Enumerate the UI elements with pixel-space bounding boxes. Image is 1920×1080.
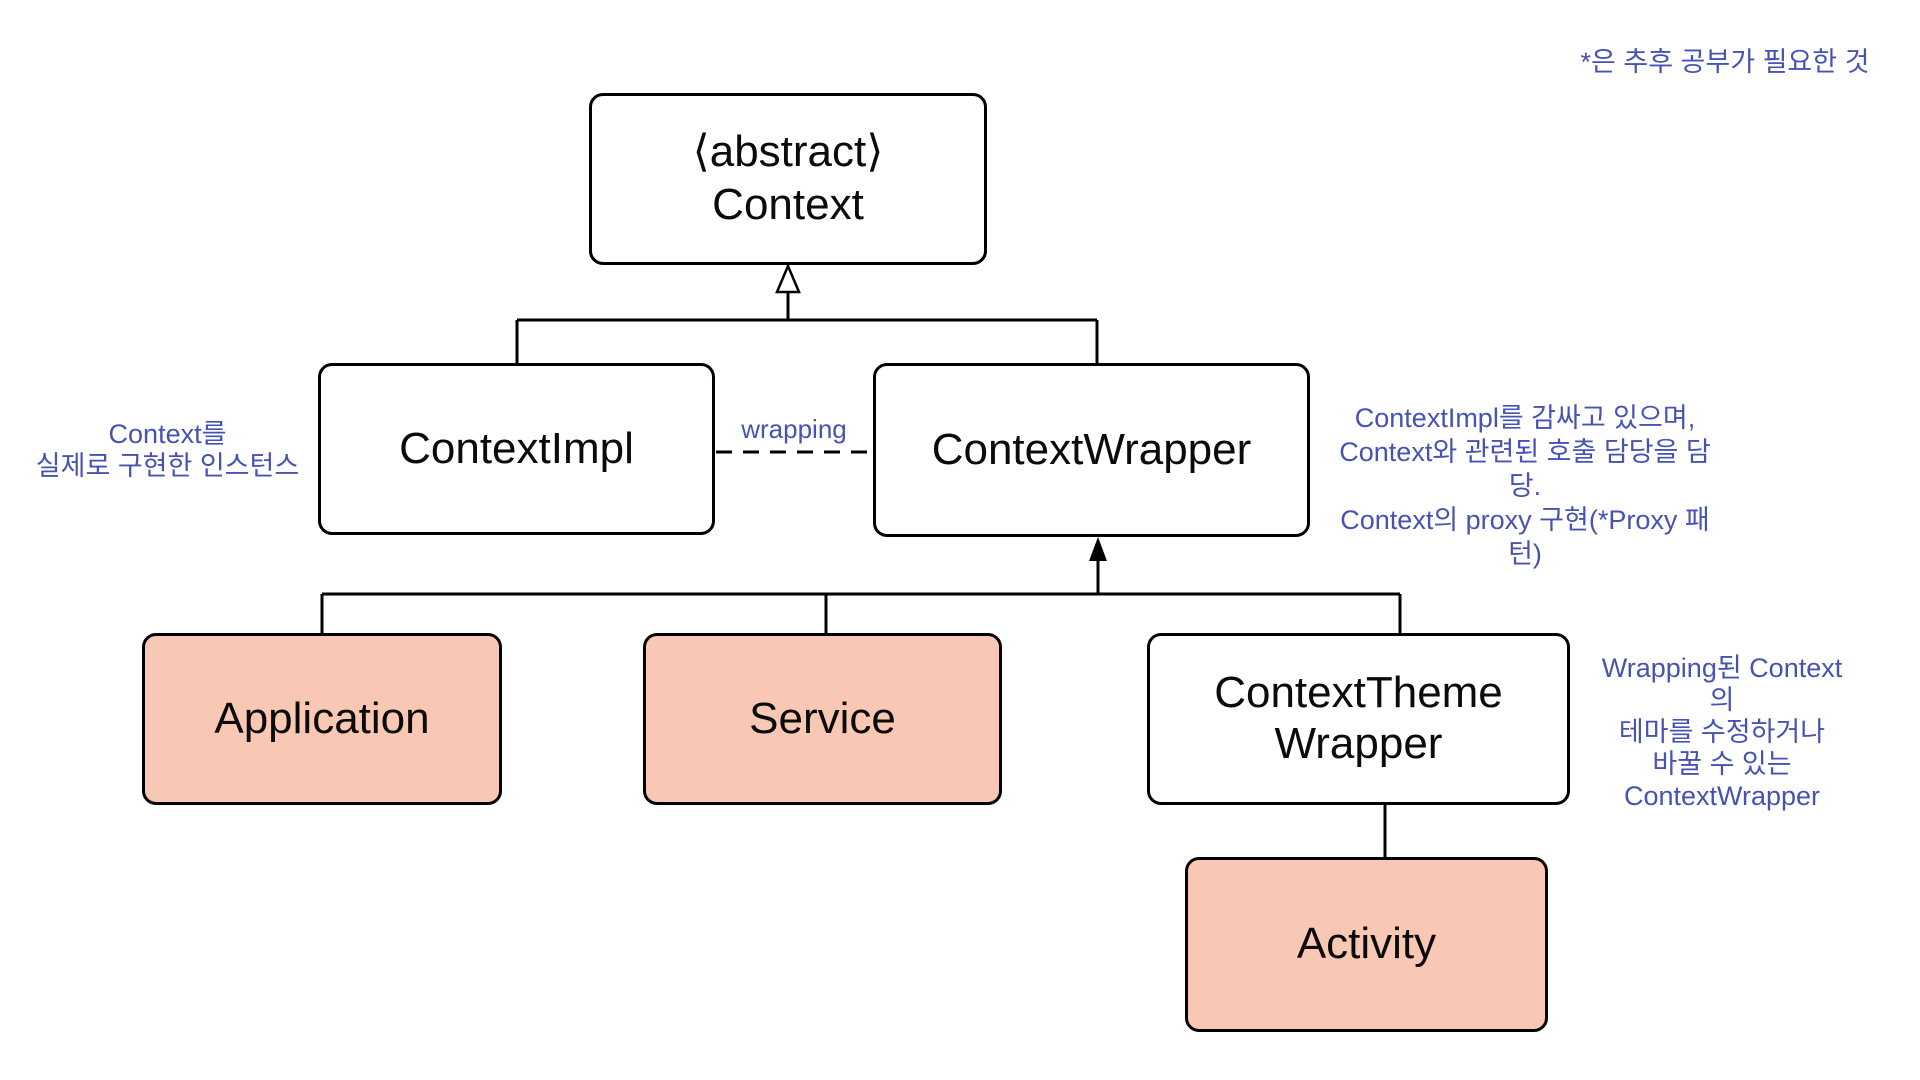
legend-note: *은 추후 공부가 필요한 것 xyxy=(1580,47,1870,77)
node-context: ⟨abstract⟩ Context xyxy=(589,93,987,265)
node-activity: Activity xyxy=(1185,857,1548,1032)
context-impl-note: Context를 실제로 구현한 인스턴스 xyxy=(35,419,300,481)
solid-arrowhead-icon xyxy=(1089,537,1107,561)
wrapping-edge-label: wrapping xyxy=(741,414,847,444)
node-application-label: Application xyxy=(214,693,430,743)
edge-children-to-context xyxy=(515,262,1099,365)
node-context-wrapper: ContextWrapper xyxy=(873,363,1310,537)
node-service-label: Service xyxy=(749,693,896,743)
node-context-wrapper-label: ContextWrapper xyxy=(931,424,1252,474)
node-activity-label: Activity xyxy=(1296,919,1437,969)
node-context-label: ⟨abstract⟩ Context xyxy=(692,127,884,229)
edge-children-to-contextwrapper xyxy=(320,537,1402,635)
node-context-impl: ContextImpl xyxy=(318,363,715,535)
node-service: Service xyxy=(643,633,1002,805)
context-theme-wrapper-note: Wrapping된 Context의 테마를 수정하거나 바꿀 수 있는 Con… xyxy=(1601,653,1843,811)
node-context-theme-wrapper: ContextTheme Wrapper xyxy=(1147,633,1570,805)
node-context-impl-label: ContextImpl xyxy=(399,423,634,473)
node-context-theme-wrapper-label: ContextTheme Wrapper xyxy=(1214,668,1503,768)
node-application: Application xyxy=(142,633,502,805)
context-wrapper-note: ContextImpl를 감싸고 있으며, Context와 관련된 호출 담당… xyxy=(1339,403,1711,569)
hollow-arrowhead-icon xyxy=(775,262,801,294)
